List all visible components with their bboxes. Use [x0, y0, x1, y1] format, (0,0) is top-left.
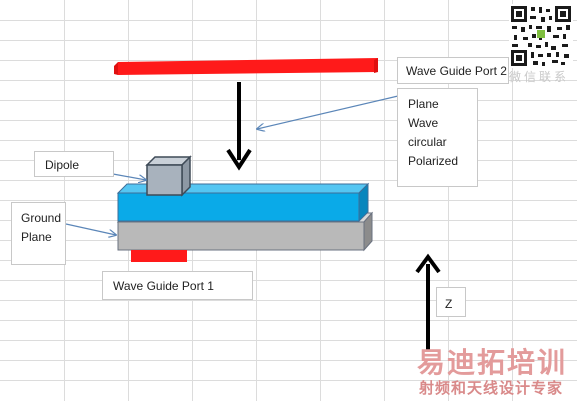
plane-wave-line-1: Plane — [408, 97, 439, 111]
z-axis-arrow — [415, 253, 441, 350]
ground-plane-label: Ground Plane — [11, 202, 66, 265]
wave-guide-port-2-text: Wave Guide Port 2 — [406, 64, 507, 78]
qr-caption-watermark: 微信联系 — [509, 70, 570, 84]
wave-guide-port-2-bar — [114, 58, 378, 75]
z-axis-text: Z — [445, 297, 453, 311]
dipole-leader-line — [112, 173, 146, 180]
tagline-watermark: 射频和天线设计专家 — [419, 379, 564, 397]
dipole-text: Dipole — [45, 158, 80, 172]
plane-wave-leader-line — [257, 95, 399, 129]
down-arrow — [226, 82, 252, 171]
plane-wave-line-2: Wave — [408, 116, 439, 130]
qr-code-image — [509, 4, 573, 68]
wave-guide-port-1-label: Wave Guide Port 1 — [102, 271, 253, 300]
ground-plane-line-2: Plane — [21, 230, 52, 244]
wave-guide-port-1-text: Wave Guide Port 1 — [113, 279, 214, 293]
ground-plane-leader-line — [65, 223, 116, 235]
plane-wave-line-4: Polarized — [408, 154, 459, 168]
ground-plane-line-1: Ground — [21, 211, 62, 225]
dipole-label: Dipole — [34, 151, 114, 177]
plane-wave-label: Plane Wave circular Polarized — [397, 88, 478, 187]
brand-watermark: 易迪拓培训 — [417, 346, 568, 379]
z-axis-label: Z — [436, 287, 466, 317]
wave-guide-port-1-bar — [131, 250, 187, 262]
wave-guide-port-2-label: Wave Guide Port 2 — [397, 57, 509, 84]
dipole-cube — [145, 155, 192, 197]
plane-wave-line-3: circular — [408, 135, 447, 149]
